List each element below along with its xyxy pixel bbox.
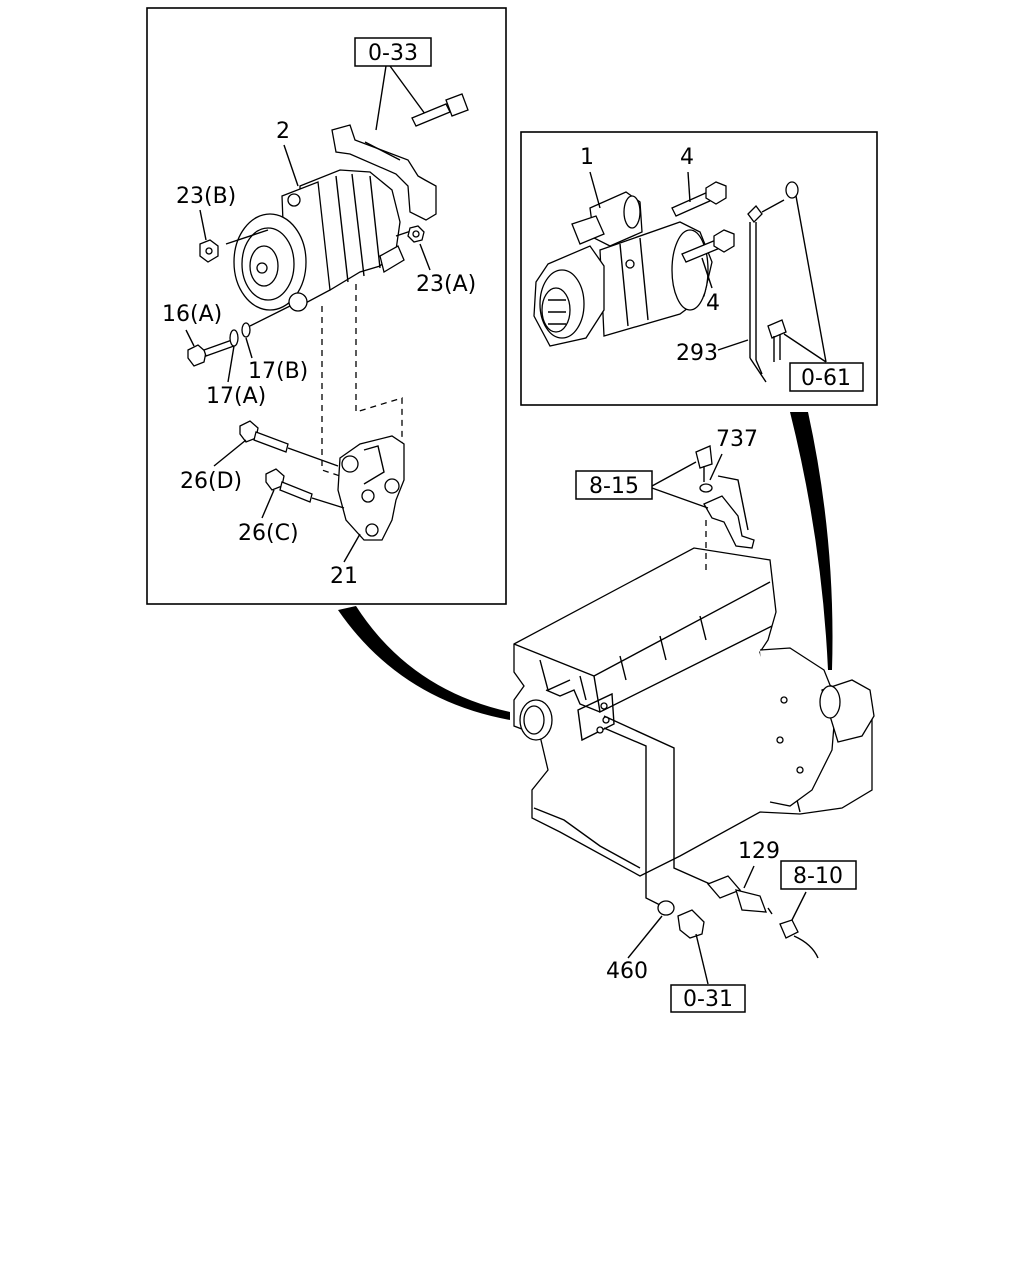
ref-label-8-15: 8-15 [589,474,639,499]
starter-inset-frame [520,131,878,406]
callout-26d: 26(D) [180,469,242,494]
alternator-inset-frame [146,7,507,605]
callout-129: 129 [738,839,780,864]
ref-box-0-61[interactable] [789,362,864,392]
ref-label-0-31: 0-31 [683,987,733,1012]
ref-label-0-33: 0-33 [368,41,418,66]
ref-box-0-33[interactable] [354,37,432,67]
washer-17b [241,322,251,338]
callout-737: 737 [716,427,758,452]
callout-16a: 16(A) [162,302,222,327]
starter-motor [533,191,713,347]
callout-4-top: 4 [680,145,694,170]
ref-box-8-10[interactable] [780,860,857,890]
ref-label-0-61: 0-61 [801,366,851,391]
callout-460: 460 [606,959,648,984]
gasket-460 [657,900,675,916]
callout-23b: 23(B) [176,184,236,209]
callout-17a: 17(A) [206,384,266,409]
alternator [233,169,405,312]
callout-2: 2 [276,119,290,144]
sensor-129 [706,875,773,915]
callout-293: 293 [676,341,718,366]
callout-1: 1 [580,145,594,170]
engine-block [513,547,875,877]
ref-label-8-10: 8-10 [793,864,843,889]
ref-box-8-15[interactable] [575,470,653,500]
leader-curve-right [790,412,833,670]
washer-17a [229,329,239,347]
callout-21: 21 [330,564,358,589]
callout-26c: 26(C) [238,521,299,546]
callout-17b: 17(B) [248,359,308,384]
callout-4-bottom: 4 [706,291,720,316]
bracket-21 [337,435,405,541]
ref-box-0-31[interactable] [670,984,746,1013]
leader-curve-left [338,606,510,720]
callout-23a: 23(A) [416,272,476,297]
